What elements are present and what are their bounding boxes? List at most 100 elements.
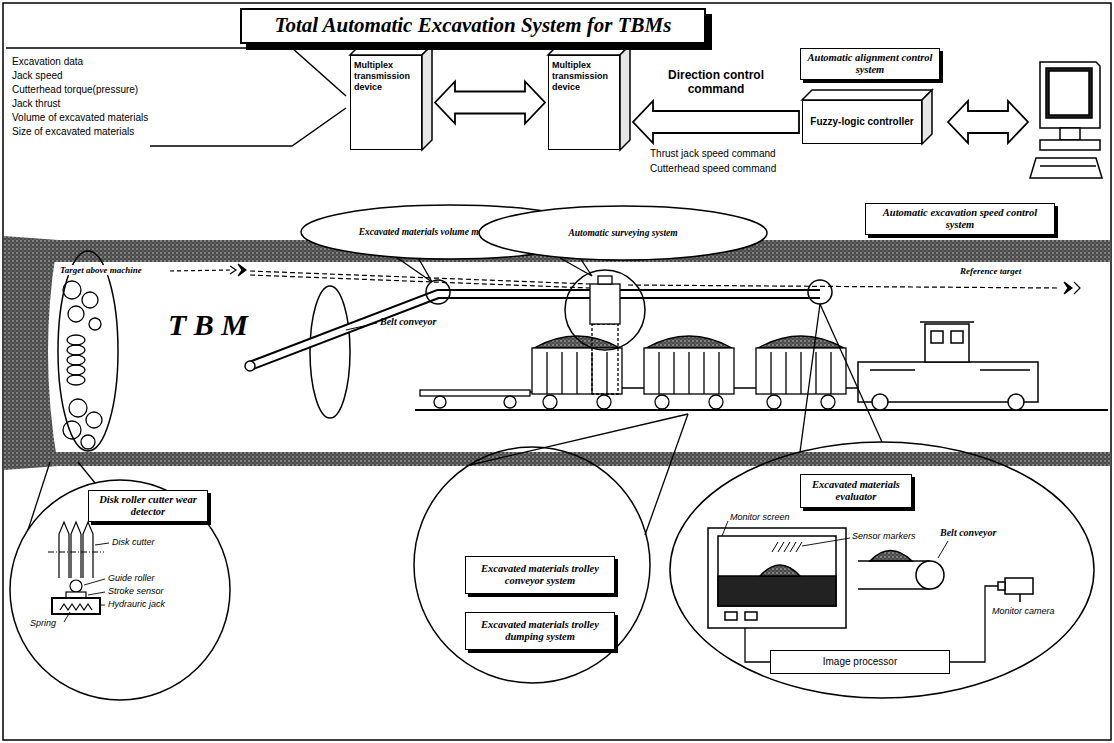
cutterhead — [82, 292, 98, 308]
tunnel-wall — [4, 236, 1111, 470]
callout-pointer — [78, 462, 95, 483]
monitor — [708, 528, 846, 628]
monitor — [760, 565, 800, 576]
surveying-instrument — [565, 270, 645, 394]
monitor — [708, 528, 846, 628]
computer — [1046, 68, 1092, 118]
wear-detector — [48, 522, 104, 614]
system-box: Excavated materials evaluator — [800, 474, 912, 508]
flat-car — [434, 396, 446, 408]
target-label: Reference target — [958, 266, 1023, 276]
locomotive — [920, 321, 974, 323]
node-text: Automatic excavation speed control syste… — [871, 207, 1049, 231]
part-label: Monitor camera — [992, 606, 1055, 616]
wear-detector — [48, 551, 104, 552]
target-label: Target above machine — [58, 265, 144, 275]
cutterhead — [67, 345, 85, 355]
double-arrow — [948, 101, 1028, 143]
belt-detail — [870, 551, 912, 562]
locomotive — [931, 331, 943, 343]
muck-trolley — [622, 387, 858, 388]
monitor-camera — [1019, 594, 1021, 602]
part-label: Belt conveyor — [940, 527, 996, 538]
belt-detail — [916, 561, 944, 589]
data-item: Volume of excavated materials — [12, 112, 148, 123]
belt-conveyor — [245, 361, 255, 371]
monitor — [718, 536, 836, 606]
cutterhead — [67, 365, 85, 375]
cutterhead — [68, 306, 84, 322]
signal-arrow — [633, 101, 799, 143]
node-text: Excavated materials evaluator — [806, 479, 906, 503]
system-box: Automatic excavation speed control syste… — [865, 203, 1055, 235]
system-box: Disk roller cutter wear detector — [88, 490, 208, 522]
muck-trolley — [771, 352, 831, 394]
muck-trolley — [532, 348, 622, 394]
diagram-title: Total Automatic Excavation System for TB… — [240, 8, 706, 44]
double-arrow — [948, 101, 1028, 143]
monitor — [745, 612, 757, 620]
box-3d-face — [922, 90, 932, 144]
belt-conveyor — [426, 280, 450, 304]
rail — [415, 409, 1108, 411]
muck-trolley — [659, 352, 719, 394]
cutterhead — [86, 412, 102, 428]
wear-detector — [52, 598, 100, 614]
monitor — [725, 612, 737, 620]
detail-circle — [10, 480, 230, 700]
leader-line — [346, 323, 377, 330]
part-label: Belt conveyor — [380, 316, 436, 327]
machine-label: T B M — [168, 308, 248, 342]
data-item: Excavation data — [12, 56, 83, 67]
system-box: Excavated materials trolley dumping syst… — [465, 612, 615, 650]
box-3d-face — [802, 90, 932, 100]
leader-line — [938, 541, 948, 558]
locomotive — [870, 369, 1030, 371]
muck-trolley — [547, 352, 607, 394]
muck-trolley — [709, 395, 723, 409]
monitor-camera — [998, 578, 1033, 602]
data-item: Jack speed — [12, 70, 63, 81]
signal-wire — [950, 586, 998, 662]
survey-line — [250, 275, 590, 288]
data-item: Cutterhead torque(pressure) — [12, 84, 138, 95]
node-text: Excavated materials trolley conveyor sys… — [471, 563, 609, 587]
muck-trolley — [758, 336, 844, 348]
data-item: Jack thrust — [12, 98, 60, 109]
computer — [1040, 62, 1100, 128]
leader-line — [101, 605, 105, 606]
surveying-instrument — [565, 270, 645, 350]
locomotive — [951, 331, 963, 343]
muck-trolley — [646, 336, 732, 348]
part-label: Disk cutter — [112, 537, 155, 547]
flat-car — [420, 390, 530, 396]
process-box: Image processor — [770, 650, 950, 674]
rail — [415, 409, 1108, 411]
computer — [1040, 140, 1100, 150]
cutterhead — [63, 281, 102, 449]
box-3d-face — [422, 45, 432, 150]
leader-line — [84, 579, 105, 585]
monitor-camera — [1005, 578, 1033, 594]
wear-detector — [71, 522, 81, 578]
survey-line — [1064, 282, 1072, 294]
detail-circle — [414, 447, 650, 683]
cutterhead — [63, 421, 81, 439]
part-label: Spring — [30, 618, 56, 628]
belt-conveyor — [808, 280, 832, 304]
system-box: Automatic alignment control system — [800, 48, 940, 80]
part-label: Guide roller — [108, 573, 155, 583]
monitor — [772, 542, 802, 552]
muck-trolley — [821, 395, 835, 409]
part-label: Stroke sensor — [108, 586, 164, 596]
part-label: Sensor markers — [852, 531, 916, 541]
device-box: Multiplex transmission device — [548, 55, 620, 150]
tunnel-wall — [4, 236, 58, 470]
wear-detector — [70, 580, 82, 592]
node-text: Fuzzy-logic controller — [810, 116, 913, 128]
leader-line — [64, 612, 70, 622]
node-text: Disk roller cutter wear detector — [94, 494, 202, 518]
input-arrow — [150, 108, 346, 146]
node-text: Image processor — [823, 656, 897, 668]
box-3d-face — [620, 45, 630, 150]
